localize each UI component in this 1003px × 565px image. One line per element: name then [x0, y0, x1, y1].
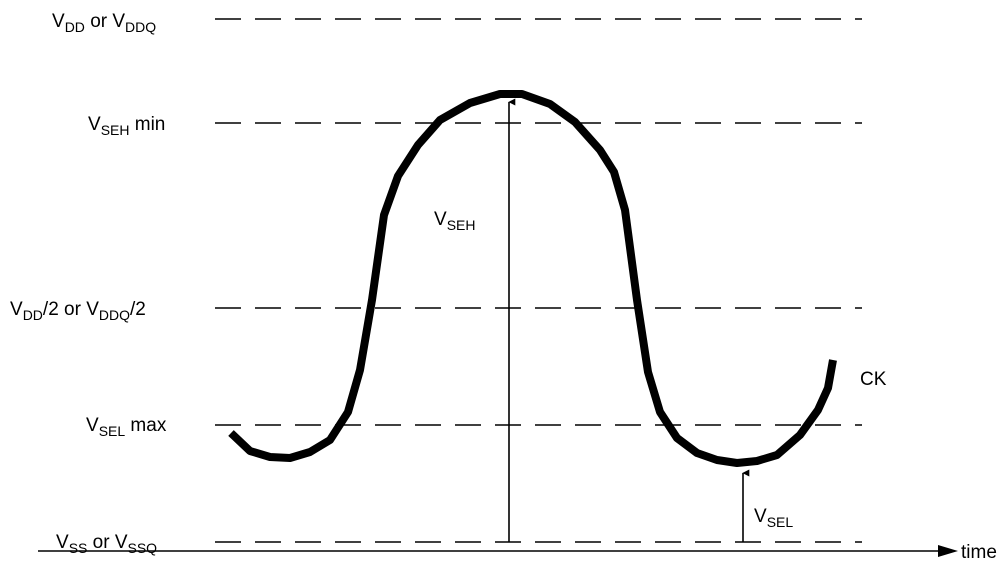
vseh-min-level-label: VSEH min	[88, 114, 165, 138]
vss-level-label: VSS or VSSQ	[56, 532, 157, 556]
vseh-annotation-label: VSEH	[434, 209, 475, 233]
ck-waveform	[228, 90, 837, 467]
vsel-max-level-label: VSEL max	[86, 415, 167, 439]
ck-signal-label: CK	[860, 369, 887, 390]
vsel-annotation-label: VSEL	[754, 506, 793, 530]
vdd-level-label: VDD or VDDQ	[52, 11, 156, 35]
vdd-half-level-label: VDD/2 or VDDQ/2	[10, 299, 146, 323]
time-axis-arrowhead	[938, 545, 958, 557]
time-axis-label: time	[961, 542, 997, 563]
